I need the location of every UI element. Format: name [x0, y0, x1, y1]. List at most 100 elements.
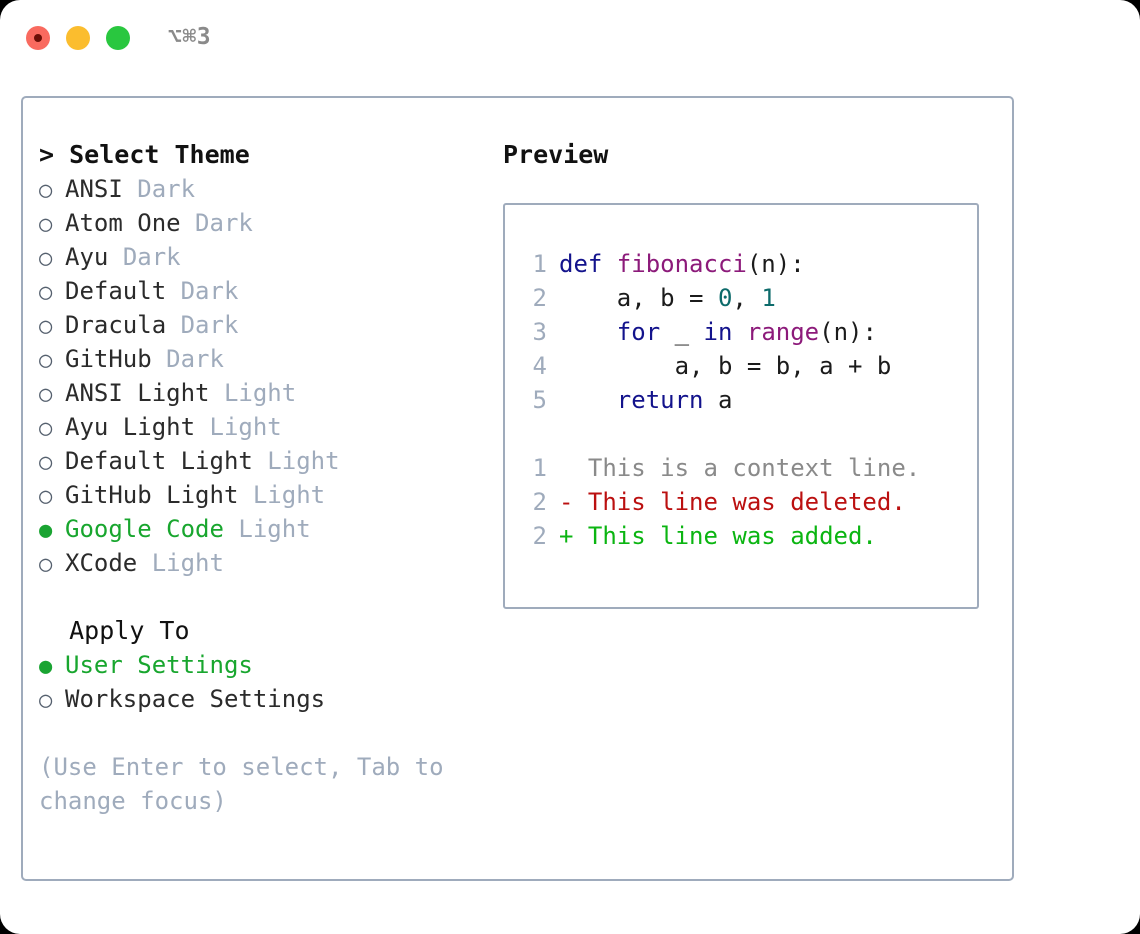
theme-option-label: Atom One: [65, 209, 181, 237]
theme-option-kind: Dark: [137, 175, 196, 203]
radio-unselected-icon: ○: [39, 382, 53, 407]
theme-option-kind: Light: [267, 447, 340, 475]
diff-line-del: 2 - This line was deleted.: [519, 485, 920, 519]
code-token-pl: ,: [732, 284, 762, 312]
radio-unselected-icon: ○: [39, 246, 53, 271]
theme-option-atom-one[interactable]: ○ Atom One Dark: [39, 206, 499, 240]
code-token-kw: def: [559, 250, 617, 278]
theme-selector-column: > Select Theme ○ANSI Dark○Atom One Dark○…: [39, 138, 499, 818]
radio-unselected-icon: ○: [39, 416, 53, 441]
select-theme-header: > Select Theme: [39, 138, 499, 172]
theme-option-dracula[interactable]: ○ Dracula Dark: [39, 308, 499, 342]
radio-selected-icon: ●: [39, 518, 53, 543]
theme-option-kind: Dark: [195, 209, 253, 237]
code-token-pl: (n):: [819, 318, 877, 346]
theme-option-kind: Light: [252, 481, 326, 509]
radio-unselected-icon: ○: [39, 450, 53, 475]
theme-option-kind: Light: [238, 515, 311, 543]
theme-option-kind: Light: [223, 379, 297, 407]
code-token-pl: [732, 318, 746, 346]
code-token-pl: [559, 386, 617, 414]
theme-option-github-light[interactable]: ○ GitHub Light Light: [39, 478, 499, 512]
theme-option-label: Ayu Light: [65, 413, 196, 441]
code-token-pl: [559, 318, 617, 346]
theme-option-label: GitHub Light: [65, 481, 239, 509]
code-line: 2 a, b = 0, 1: [519, 281, 920, 315]
radio-unselected-icon: ○: [39, 484, 53, 509]
theme-option-kind: Dark: [122, 243, 181, 271]
focus-caret-icon: >: [39, 140, 55, 169]
theme-option-label: Ayu: [65, 243, 109, 271]
theme-option-list: ○ANSI Dark○Atom One Dark○Ayu Dark○Defaul…: [39, 172, 499, 580]
code-token-pl: a, b = b, a + b: [559, 352, 892, 380]
line-number: 1: [532, 250, 547, 278]
apply-to-option-label: Workspace Settings: [65, 685, 326, 713]
radio-unselected-icon: ○: [39, 178, 53, 203]
radio-unselected-icon: ○: [39, 552, 53, 577]
theme-option-label: Dracula: [65, 311, 167, 339]
theme-option-github[interactable]: ○GitHub Dark: [39, 342, 499, 376]
diff-line-text: This is a context line.: [559, 454, 921, 482]
apply-to-option-label: User Settings: [65, 651, 253, 679]
code-token-kw: return: [616, 386, 704, 414]
theme-option-label: GitHub: [65, 345, 152, 373]
theme-option-google-code[interactable]: ● Google Code Light: [39, 512, 499, 546]
apply-to-option-user-settings[interactable]: ● User Settings: [39, 648, 499, 682]
code-token-num: 1: [761, 284, 776, 312]
theme-option-default[interactable]: ○ Default Dark: [39, 274, 499, 308]
code-token-kw: in: [703, 318, 733, 346]
theme-option-ansi-light[interactable]: ○ ANSI Light Light: [39, 376, 499, 410]
apply-to-header-label: Apply To: [69, 616, 190, 645]
keyboard-hint: (Use Enter to select, Tab to change focu…: [39, 753, 459, 815]
radio-unselected-icon: ○: [39, 280, 53, 305]
code-line: 3 for _ in range(n):: [519, 315, 920, 349]
theme-option-ansi[interactable]: ○ ANSI Dark: [39, 172, 499, 206]
theme-option-label: ANSI: [65, 175, 123, 203]
section-spacer: [39, 580, 499, 614]
radio-unselected-icon: ○: [39, 688, 53, 713]
apply-to-header: Apply To: [39, 614, 499, 648]
code-token-fn: range: [746, 318, 820, 346]
theme-option-xcode[interactable]: ○XCode Light: [39, 546, 499, 580]
code-blank-line: [519, 417, 920, 451]
line-number: 2: [532, 284, 547, 312]
window-title: ⌥⌘3: [168, 24, 212, 50]
theme-option-kind: Dark: [180, 277, 239, 305]
theme-option-default-light[interactable]: ○Default Light Light: [39, 444, 499, 478]
theme-option-label: Default: [65, 277, 167, 305]
theme-option-ayu-light[interactable]: ○ Ayu Light Light: [39, 410, 499, 444]
diff-line-text: - This line was deleted.: [559, 488, 906, 516]
theme-option-kind: Dark: [166, 345, 224, 373]
line-number: 3: [532, 318, 547, 346]
radio-selected-icon: ●: [39, 654, 53, 679]
maximize-window-button[interactable]: [106, 26, 130, 50]
apply-to-option-list: ● User Settings ○ Workspace Settings: [39, 648, 499, 716]
code-token-pl: _: [660, 318, 704, 346]
line-number: 1: [532, 454, 547, 482]
preview-title: Preview: [503, 140, 609, 169]
radio-unselected-icon: ○: [39, 212, 53, 237]
theme-option-ayu[interactable]: ○ Ayu Dark: [39, 240, 499, 274]
line-number: 2: [532, 488, 547, 516]
minimize-window-button[interactable]: [66, 26, 90, 50]
code-token-num: 0: [717, 284, 733, 312]
close-icon: [34, 34, 42, 42]
theme-option-label: Google Code: [65, 515, 224, 543]
code-line: 5 return a: [519, 383, 920, 417]
apply-to-option-workspace-settings[interactable]: ○ Workspace Settings: [39, 682, 499, 716]
line-number: 2: [532, 522, 547, 550]
title-bar: ⌥⌘3: [0, 0, 1140, 78]
theme-option-kind: Light: [209, 413, 282, 441]
theme-option-label: ANSI Light: [65, 379, 210, 407]
radio-unselected-icon: ○: [39, 314, 53, 339]
code-token-pl: (n):: [746, 250, 805, 278]
diff-line-add: 2+ This line was added.: [519, 519, 920, 553]
theme-option-kind: Dark: [180, 311, 239, 339]
code-token-pl: a, b =: [559, 284, 718, 312]
theme-option-kind: Light: [151, 549, 224, 577]
content-panel: > Select Theme ○ANSI Dark○Atom One Dark○…: [21, 96, 1014, 881]
